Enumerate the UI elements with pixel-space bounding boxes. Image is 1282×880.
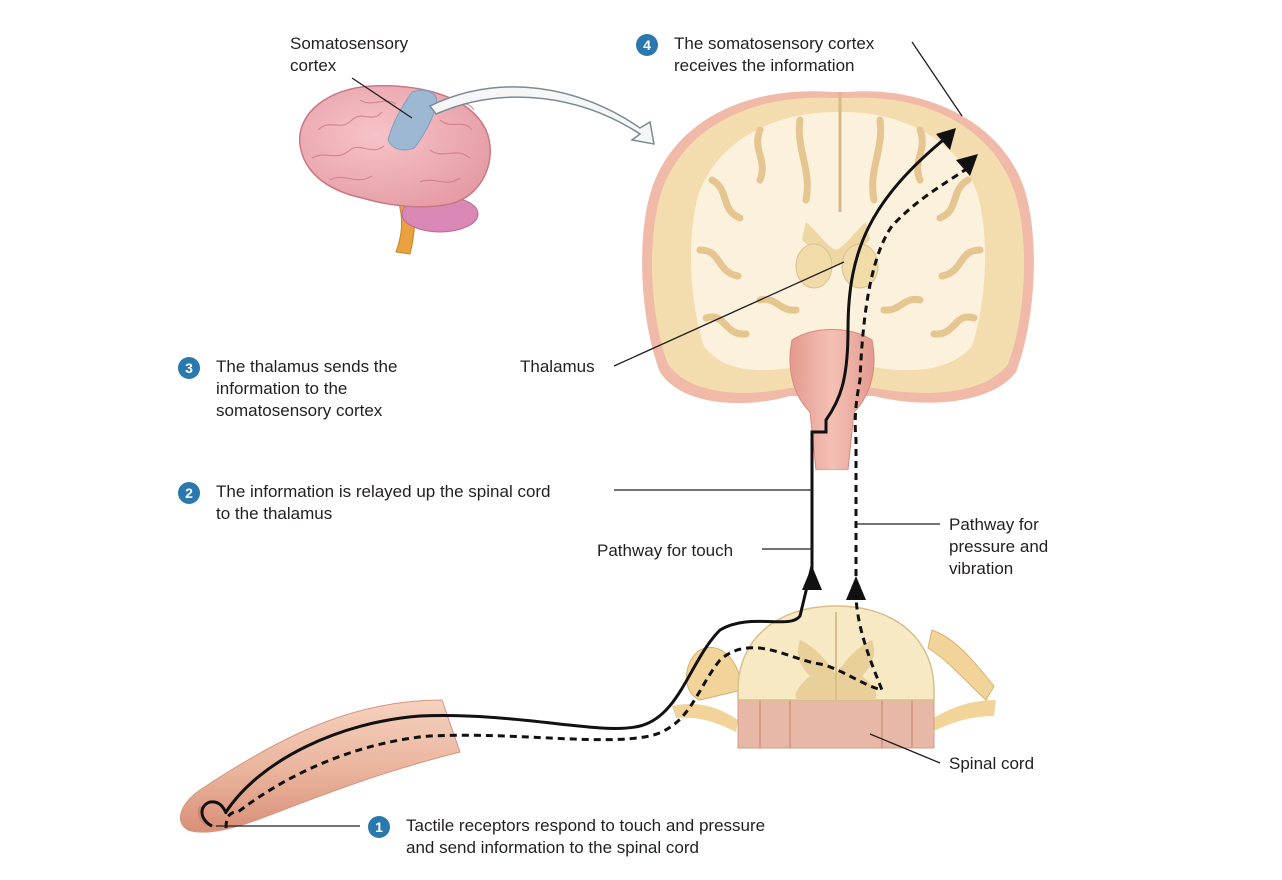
step-line: The information is relayed up the spinal… <box>216 482 551 501</box>
label-line: pressure and <box>949 537 1049 556</box>
small-brain-illustration <box>299 85 491 255</box>
brainstem <box>789 329 875 471</box>
touch-pathway-head <box>936 128 956 150</box>
somatosensory-area-small <box>387 90 438 151</box>
step-line: The thalamus sends the <box>216 357 398 376</box>
spinal-tract <box>812 470 852 610</box>
step-text: Tactile receptors respond to touch and p… <box>406 815 765 859</box>
step-line: The somatosensory cortex <box>674 34 875 53</box>
spinal-cord-illustration <box>672 605 996 749</box>
step-text: The information is relayed up the spinal… <box>216 481 551 525</box>
step-line: to the thalamus <box>216 504 333 523</box>
finger <box>179 699 461 833</box>
step-number-badge: 1 <box>368 816 390 838</box>
label-pathway-touch: Pathway for touch <box>597 541 734 560</box>
pressure-pathway-ascending <box>853 166 969 600</box>
pressure-pathway-line <box>224 597 885 829</box>
step-line: information to the <box>216 379 348 398</box>
step-text: The thalamus sends the information to th… <box>216 356 397 422</box>
step-line: receives the information <box>674 56 855 75</box>
label-line: Somatosensory <box>290 34 409 53</box>
step-line: somatosensory cortex <box>216 401 383 420</box>
step-number-badge: 3 <box>178 357 200 379</box>
leader-spinal-cord <box>869 733 941 764</box>
label-line: vibration <box>949 559 1014 578</box>
thalamus-left <box>795 243 833 289</box>
gray-matter-butterfly <box>795 640 877 700</box>
leader-step4 <box>911 41 963 117</box>
leader-somatosensory-small <box>351 77 413 119</box>
step-number-badge: 2 <box>178 482 200 504</box>
step-number-badge: 4 <box>636 34 658 56</box>
leader-thalamus <box>613 261 845 367</box>
step-text: The somatosensory cortex receives the in… <box>674 33 874 77</box>
touch-pathway-ascending <box>810 134 949 590</box>
touch-pathway-line <box>200 565 814 828</box>
label-pathway-pressure: Pathway for pressure and vibration <box>949 514 1048 580</box>
step-line: and send information to the spinal cord <box>406 838 699 857</box>
brain-section-illustration <box>642 91 1034 610</box>
pressure-pathway-head <box>956 154 978 176</box>
label-line: cortex <box>290 56 337 75</box>
label-spinal-cord: Spinal cord <box>949 754 1035 773</box>
finger-illustration <box>179 699 461 833</box>
connector-arrow <box>428 86 655 145</box>
label-somatosensory-cortex-small: Somatosensory cortex <box>290 33 408 77</box>
label-thalamus: Thalamus <box>520 357 595 376</box>
step-line: Tactile receptors respond to touch and p… <box>406 816 766 835</box>
label-line: Pathway for <box>949 515 1039 534</box>
